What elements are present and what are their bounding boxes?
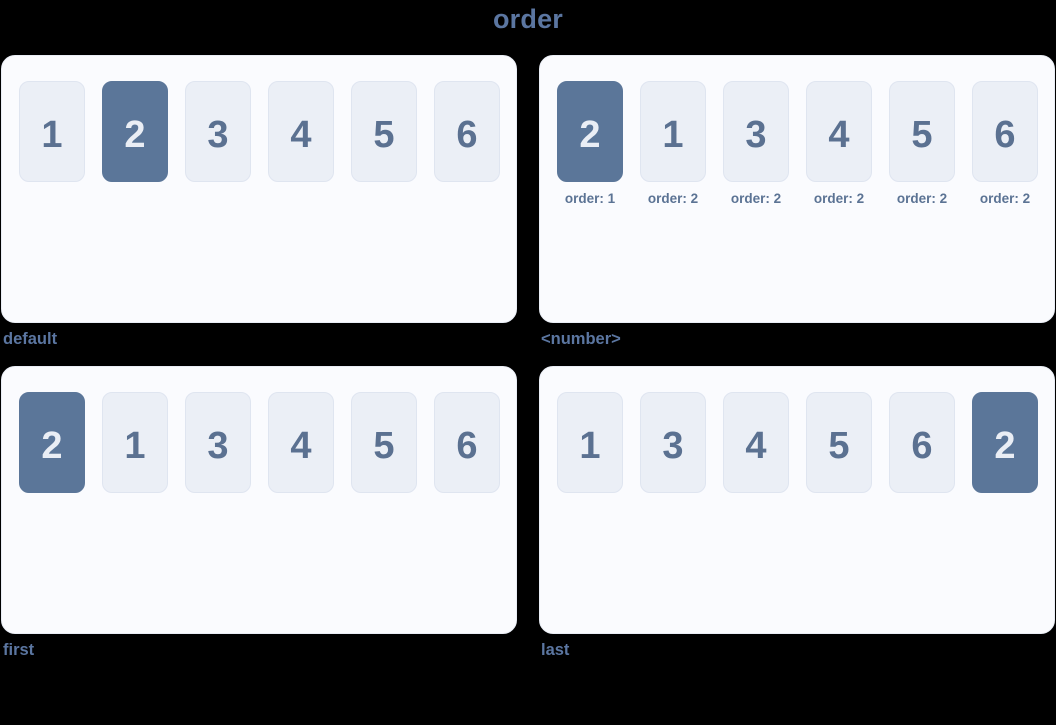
flex-item: 2 bbox=[19, 392, 85, 493]
flex-item-with-label: 3 order: 2 bbox=[723, 81, 789, 206]
flex-item-with-label: 1 order: 2 bbox=[640, 81, 706, 206]
panel-cell-last: 1 3 4 5 6 2 last bbox=[539, 366, 1055, 668]
flex-item: 1 bbox=[557, 392, 623, 493]
flex-item: 1 bbox=[102, 392, 168, 493]
panel-first: 2 1 3 4 5 6 bbox=[1, 366, 517, 634]
flex-item: 4 bbox=[268, 81, 334, 182]
flex-item: 5 bbox=[806, 392, 872, 493]
panel-number: 2 order: 1 1 order: 2 3 order: 2 4 order… bbox=[539, 55, 1055, 323]
panel-caption-first: first bbox=[3, 641, 35, 659]
flex-item: 6 bbox=[889, 392, 955, 493]
order-value-label: order: 2 bbox=[647, 191, 699, 206]
flex-item: 2 bbox=[102, 81, 168, 182]
flex-item: 5 bbox=[889, 81, 955, 182]
order-value-label: order: 2 bbox=[730, 191, 782, 206]
flex-item: 4 bbox=[806, 81, 872, 182]
panels-grid: 1 2 3 4 5 6 default 2 order: 1 1 order: … bbox=[0, 55, 1056, 668]
panel-cell-default: 1 2 3 4 5 6 default bbox=[1, 55, 517, 357]
flex-item: 6 bbox=[434, 81, 500, 182]
flex-item: 1 bbox=[640, 81, 706, 182]
order-value-label: order: 2 bbox=[979, 191, 1031, 206]
panel-last: 1 3 4 5 6 2 bbox=[539, 366, 1055, 634]
flex-item: 6 bbox=[434, 392, 500, 493]
flex-item-with-label: 2 order: 1 bbox=[557, 81, 623, 206]
panel-cell-first: 2 1 3 4 5 6 first bbox=[1, 366, 517, 668]
panel-caption-default: default bbox=[3, 330, 58, 348]
order-value-label: order: 2 bbox=[813, 191, 865, 206]
panel-caption-number: <number> bbox=[541, 330, 621, 348]
flex-item: 3 bbox=[185, 81, 251, 182]
flex-item-with-label: 6 order: 2 bbox=[972, 81, 1038, 206]
panel-default: 1 2 3 4 5 6 bbox=[1, 55, 517, 323]
order-value-label: order: 2 bbox=[896, 191, 948, 206]
flex-item: 2 bbox=[972, 392, 1038, 493]
flex-item-with-label: 5 order: 2 bbox=[889, 81, 955, 206]
flex-item: 3 bbox=[723, 81, 789, 182]
flex-item-with-label: 4 order: 2 bbox=[806, 81, 872, 206]
panel-cell-number: 2 order: 1 1 order: 2 3 order: 2 4 order… bbox=[539, 55, 1055, 357]
order-value-label: order: 1 bbox=[564, 191, 616, 206]
flex-item: 1 bbox=[19, 81, 85, 182]
flex-item: 6 bbox=[972, 81, 1038, 182]
page-title: order bbox=[492, 4, 564, 34]
flex-item: 4 bbox=[723, 392, 789, 493]
flex-item: 3 bbox=[185, 392, 251, 493]
flex-item: 4 bbox=[268, 392, 334, 493]
flex-item: 2 bbox=[557, 81, 623, 182]
panel-caption-last: last bbox=[541, 641, 570, 659]
flex-item: 3 bbox=[640, 392, 706, 493]
flex-item: 5 bbox=[351, 81, 417, 182]
flex-item: 5 bbox=[351, 392, 417, 493]
